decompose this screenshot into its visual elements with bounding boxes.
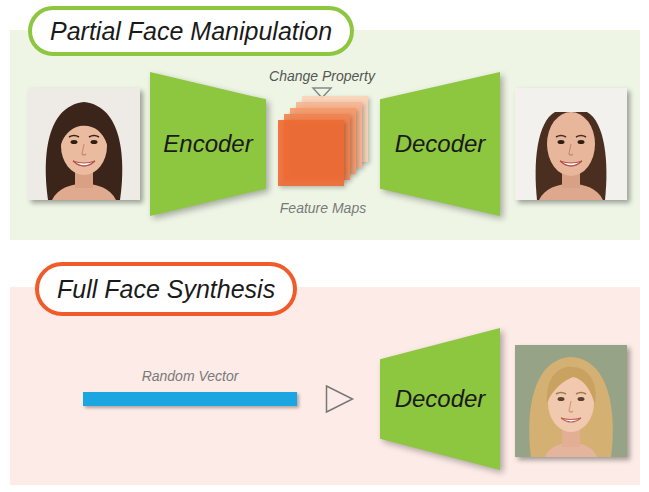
arrow-connector: [297, 386, 380, 412]
eye: [558, 397, 565, 401]
eye: [71, 140, 78, 144]
hair: [536, 112, 607, 200]
smile: [73, 161, 95, 166]
decoder-block: Decoder: [380, 72, 500, 216]
brow: [556, 393, 566, 395]
eye: [91, 140, 98, 144]
synthesized-face-photo: [515, 345, 627, 457]
random-vector-bar: Random Vector: [83, 364, 297, 408]
annotation-label: Change Property: [269, 68, 375, 84]
eye: [578, 397, 585, 401]
decoder-block-text: Decoder: [395, 130, 486, 158]
trapezoid-shape: [380, 72, 500, 216]
feature-map-square: [278, 120, 344, 186]
random-vector-bar-text: Random Vector: [142, 368, 239, 384]
smile: [560, 161, 582, 166]
eye: [558, 140, 565, 144]
brow: [576, 136, 586, 138]
title-pill-text: Full Face Synthesis: [57, 275, 275, 304]
nose: [569, 401, 573, 412]
nose: [569, 144, 573, 155]
eye: [578, 140, 585, 144]
decoder-block-text: Decoder: [395, 385, 486, 413]
brow: [576, 393, 586, 395]
vector-bar: [83, 392, 297, 406]
smile: [561, 418, 581, 422]
brow: [89, 136, 99, 138]
title-pill-text: Partial Face Manipulation: [50, 17, 332, 46]
photo-ground: [28, 88, 140, 200]
connector-line: [297, 399, 380, 400]
encoder-block-text: Encoder: [163, 130, 252, 158]
fringe: [547, 367, 596, 405]
feature-map-stack: [268, 96, 378, 190]
trapezoid-shape: [380, 328, 500, 470]
feature-maps-text: Feature Maps: [280, 200, 366, 216]
manipulation-panel: [10, 30, 640, 240]
brow: [69, 136, 79, 138]
hollow-arrowhead: [327, 386, 353, 412]
encoder-block: Encoder: [150, 72, 266, 216]
trapezoid-shape: [150, 72, 266, 216]
face: [547, 112, 595, 176]
input-face-photo: [28, 88, 140, 200]
hair: [46, 102, 123, 200]
synthesis-panel: [10, 287, 640, 485]
output-face-photo: [515, 88, 627, 200]
photo-ground: [515, 88, 627, 200]
title-pill: Full Face Synthesis: [35, 262, 297, 316]
title-pill: Partial Face Manipulation: [28, 6, 354, 56]
fringe: [61, 114, 108, 144]
photo-ground: [515, 345, 627, 457]
nose: [82, 144, 86, 155]
hair: [529, 357, 613, 457]
feature-maps: Feature Maps: [268, 96, 378, 224]
decoder-block: Decoder: [380, 328, 500, 470]
brow: [556, 136, 566, 138]
